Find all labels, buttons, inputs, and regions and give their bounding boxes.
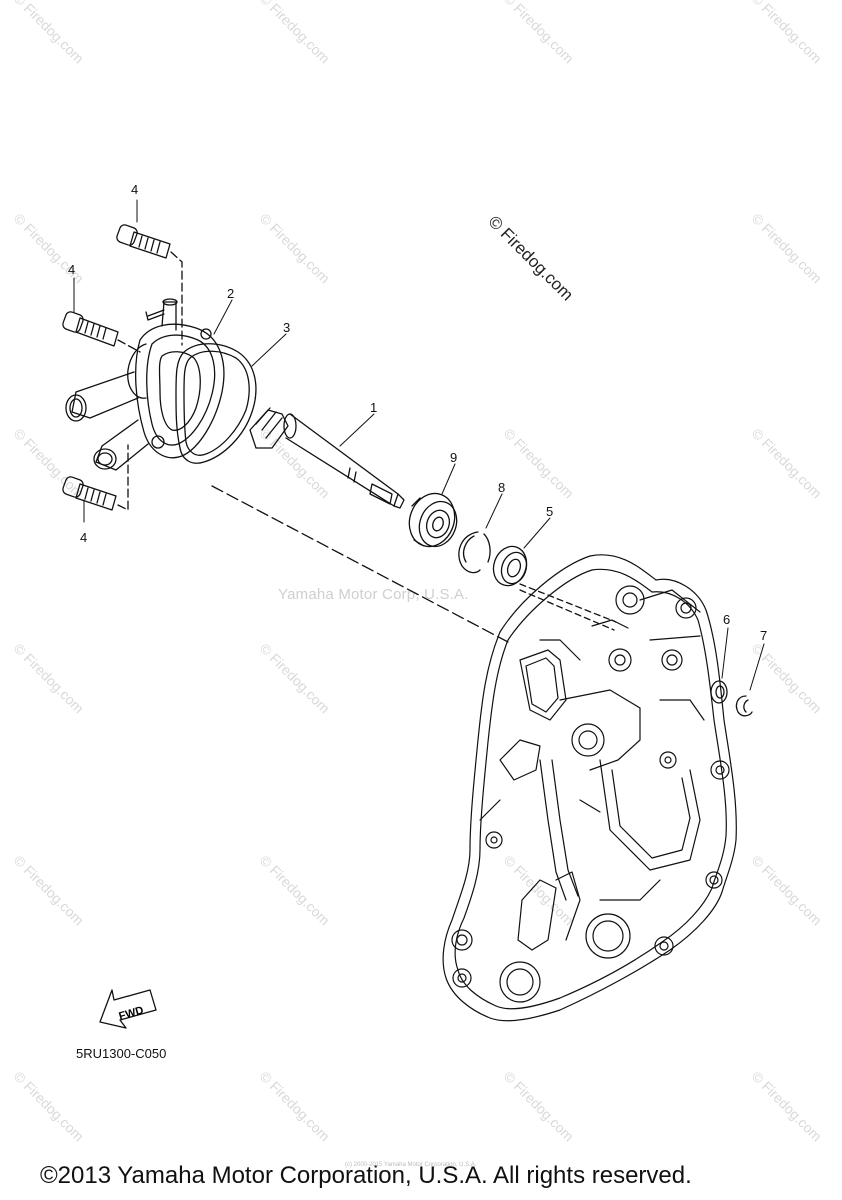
fwd-arrow-icon <box>99 989 157 1029</box>
crankcase-cover <box>442 554 737 1022</box>
impeller-shaft <box>249 407 405 509</box>
callout-6: 6 <box>723 612 731 627</box>
callout-9: 9 <box>450 450 458 465</box>
washer <box>710 680 728 704</box>
copyright-notice: ©2013 Yamaha Motor Corporation, U.S.A. A… <box>40 1162 692 1189</box>
callout-2: 2 <box>227 286 235 301</box>
callout-4-top: 4 <box>131 182 139 197</box>
e-clip <box>735 695 753 717</box>
callout-3: 3 <box>283 320 291 335</box>
diagram-code: 5RU1300-C050 <box>76 1046 167 1061</box>
gasket <box>175 343 257 464</box>
circlip <box>458 531 491 574</box>
tiny-watermark: (c) 2000-2015 Yamaha Motor Corporation, … <box>345 1162 477 1168</box>
bearing-large <box>408 492 458 548</box>
oil-seal <box>492 545 528 587</box>
callout-8: 8 <box>498 480 506 495</box>
callout-1: 1 <box>370 400 378 415</box>
callout-7: 7 <box>760 628 768 643</box>
watermark-center: Yamaha Motor Corp, U.S.A. <box>278 586 469 603</box>
bolt-middle <box>62 311 141 353</box>
callout-5: 5 <box>546 504 554 519</box>
pump-cover <box>65 298 225 471</box>
bolt-top <box>116 224 183 346</box>
bolt-bottom <box>62 444 129 511</box>
callout-4-middle: 4 <box>68 262 76 277</box>
fwd-label: FWD <box>118 1004 145 1022</box>
callout-4-bottom: 4 <box>80 530 88 545</box>
